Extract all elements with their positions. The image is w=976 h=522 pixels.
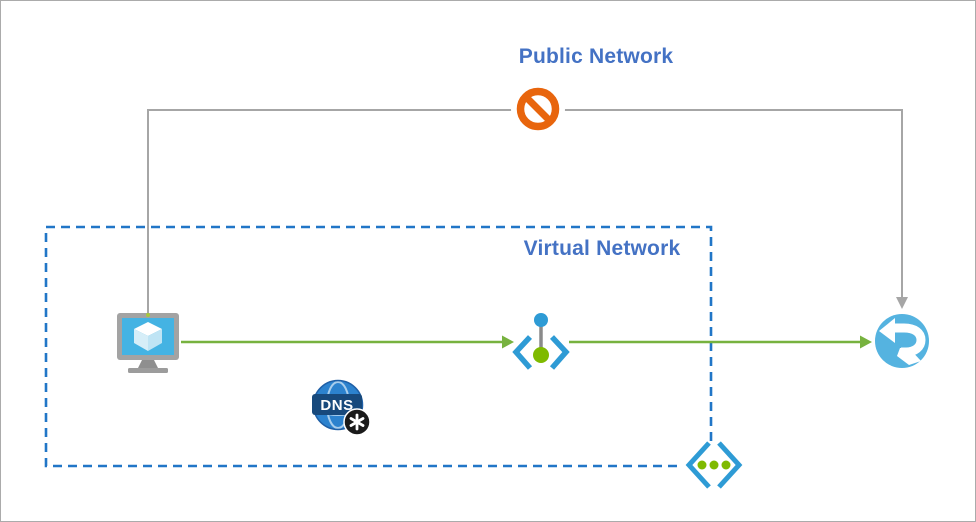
dns-label: DNS [320,397,353,414]
public-network-label: Public Network [518,45,674,68]
prohibition-icon [511,82,565,136]
virtual-network-boundary [44,225,713,468]
vm-to-endpoint-arrowhead [502,335,514,349]
private-endpoint-icon [512,313,570,370]
private-link-icon [685,441,743,489]
asterisk-glyph [349,413,365,431]
public-network-line [147,109,903,314]
virtual-network-label: Virtual Network [523,237,681,260]
relay-icon [875,314,929,368]
dns-private-zone-icon: DNS [312,379,371,436]
endpoint-to-relay-arrowhead [860,335,872,349]
virtual-machine-icon [117,313,179,373]
public-network-arrowhead [896,297,908,309]
